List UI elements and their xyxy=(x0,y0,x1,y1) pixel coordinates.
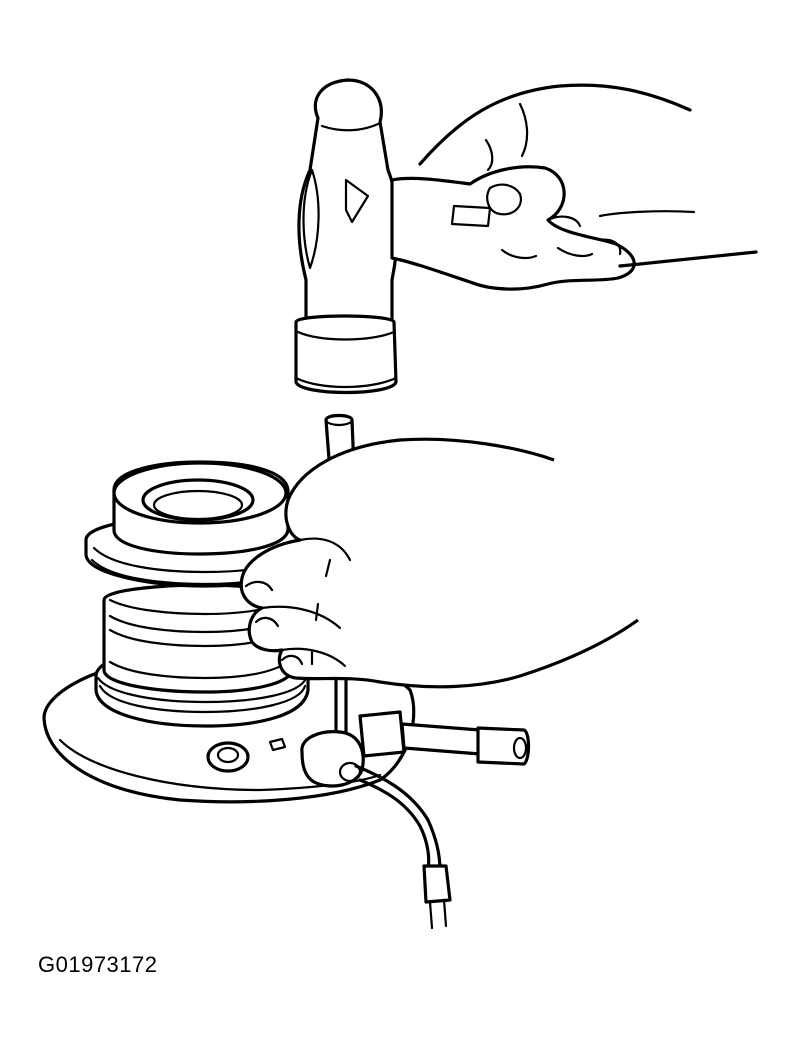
figure-code-label: G01973172 xyxy=(38,952,158,977)
upper-hand xyxy=(390,83,758,291)
lower-hand xyxy=(239,437,639,689)
hydraulic-fittings xyxy=(300,710,531,930)
hammer xyxy=(294,78,400,395)
